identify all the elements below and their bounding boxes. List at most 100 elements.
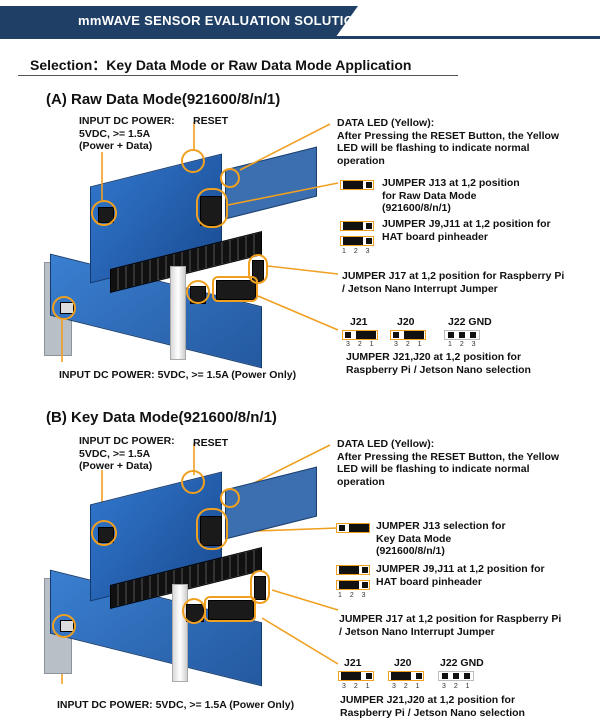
a-j9j11-line-1: JUMPER J9,J11 at 1,2 position for xyxy=(382,218,551,230)
b-j21-diagram xyxy=(338,671,374,681)
b-j9j11-label: JUMPER J9,J11 at 1,2 position for HAT bo… xyxy=(376,563,545,588)
a-input-power-data-label: INPUT DC POWER: 5VDC, >= 1.5A (Power + D… xyxy=(79,115,175,153)
selection-rule xyxy=(18,75,458,76)
standoff xyxy=(172,584,188,682)
j22-highlight xyxy=(250,570,270,604)
b-j21j20-line-2: Raspberry Pi / Jetson Nano selection xyxy=(340,706,525,719)
b-power-only-label: INPUT DC POWER: 5VDC, >= 1.5A (Power Onl… xyxy=(57,699,295,711)
a-reset-label: RESET xyxy=(193,115,229,127)
b-j21-title: J21 xyxy=(344,657,362,669)
usb-highlight xyxy=(91,520,117,546)
b-led-line-1: DATA LED (Yellow): xyxy=(337,438,435,450)
a-led-line-4: operation xyxy=(337,154,385,167)
reset-highlight xyxy=(181,470,205,494)
a-j21-pins: 3 2 1 xyxy=(346,341,377,348)
power-highlight xyxy=(52,614,76,638)
a-j21j20-line-2: Raspberry Pi / Jetson Nano selection xyxy=(346,363,531,376)
a-j13-line-1: JUMPER J13 at 1,2 position xyxy=(382,177,520,189)
b-j9-diagram xyxy=(336,565,370,575)
a-j22-title: J22 GND xyxy=(448,316,492,328)
a-j9j11-line-2: HAT board pinheader xyxy=(382,230,488,243)
a-j21-title: J21 xyxy=(350,316,368,328)
a-j13-line-2: for Raw Data Mode xyxy=(382,189,477,202)
b-j9j11-line-1: JUMPER J9,J11 at 1,2 position for xyxy=(376,563,545,575)
j17-highlight xyxy=(182,598,206,624)
a-j20-pins: 3 2 1 xyxy=(394,341,425,348)
b-led-line-4: operation xyxy=(337,475,385,488)
b-j17-label: JUMPER J17 at 1,2 position for Raspberry… xyxy=(339,613,561,638)
a-j13-label: JUMPER J13 at 1,2 position for Raw Data … xyxy=(382,177,520,215)
b-input-line-3: (Power + Data) xyxy=(79,460,153,472)
a-pin-numbers: 1 2 3 xyxy=(342,248,373,255)
a-j17-label: JUMPER J17 at 1,2 position for Raspberry… xyxy=(342,270,564,295)
a-j22-pins: 1 2 3 xyxy=(448,341,479,348)
b-j17-line-1: JUMPER J17 at 1,2 position for Raspberry… xyxy=(339,613,562,625)
b-j17-line-2: / Jetson Nano Interrupt Jumper xyxy=(339,625,495,638)
b-j20-title: J20 xyxy=(394,657,412,669)
jumper-j21-j20-block xyxy=(216,280,256,300)
a-j21j20-line-1: JUMPER J21,J20 at 1,2 position for xyxy=(346,351,522,363)
section-a-title: (A) Raw Data Mode(921600/8/n/1) xyxy=(46,91,281,108)
b-led-line-3: LED will be flashing to indicate normal xyxy=(337,463,530,475)
a-j22-diagram xyxy=(444,330,480,340)
b-j21-pins: 3 2 1 xyxy=(342,683,373,690)
header-banner: mmWAVE SENSOR EVALUATION SOLUTION xyxy=(0,0,600,42)
a-j20-title: J20 xyxy=(397,316,415,328)
b-input-line-2: 5VDC, >= 1.5A xyxy=(79,447,151,460)
b-j13-diagram xyxy=(336,523,370,533)
b-j13-line-2: Key Data Mode xyxy=(376,532,452,545)
b-j13-line-3: (921600/8/n/1) xyxy=(376,545,445,557)
jumper-j21-j20-block xyxy=(208,600,254,620)
led-highlight xyxy=(220,168,240,188)
a-j9-diagram xyxy=(340,221,374,231)
a-data-led-label: DATA LED (Yellow): After Pressing the RE… xyxy=(337,117,573,167)
a-power-only-label: INPUT DC POWER: 5VDC, >= 1.5A (Power Onl… xyxy=(59,369,297,381)
a-j20-diagram xyxy=(390,330,426,340)
b-j22-pins: 3 2 1 xyxy=(442,683,473,690)
a-led-line-3: LED will be flashing to indicate normal xyxy=(337,142,530,154)
a-j13-line-3: (921600/8/n/1) xyxy=(382,202,451,214)
j13-highlight xyxy=(196,508,228,550)
a-j11-diagram xyxy=(340,236,374,246)
a-j21-diagram xyxy=(342,330,378,340)
j17-highlight xyxy=(186,280,210,304)
b-j20-pins: 3 2 1 xyxy=(392,683,423,690)
b-j22-diagram xyxy=(438,671,474,681)
a-j17-line-1: JUMPER J17 at 1,2 position for Raspberry… xyxy=(342,270,565,282)
b-data-led-label: DATA LED (Yellow): After Pressing the RE… xyxy=(337,438,573,488)
standoff xyxy=(170,266,186,360)
j13-highlight xyxy=(196,188,228,228)
b-j13-line-1: JUMPER J13 selection for xyxy=(376,520,506,532)
banner-rule xyxy=(0,36,600,39)
reset-highlight xyxy=(181,149,205,173)
section-b-title: (B) Key Data Mode(921600/8/n/1) xyxy=(46,409,277,426)
j22-highlight xyxy=(248,254,268,284)
selection-title: Selection：Key Data Mode or Raw Data Mode… xyxy=(30,57,412,73)
b-j9j11-line-2: HAT board pinheader xyxy=(376,575,482,588)
page-header-title: mmWAVE SENSOR EVALUATION SOLUTION xyxy=(78,13,364,28)
b-j11-diagram xyxy=(336,580,370,590)
a-j9j11-label: JUMPER J9,J11 at 1,2 position for HAT bo… xyxy=(382,218,551,243)
b-reset-label: RESET xyxy=(193,437,229,449)
a-input-line-3: (Power + Data) xyxy=(79,140,153,152)
a-j21j20-label: JUMPER J21,J20 at 1,2 position for Raspb… xyxy=(346,351,531,376)
a-input-line-2: 5VDC, >= 1.5A xyxy=(79,127,151,140)
b-j21j20-line-1: JUMPER J21,J20 at 1,2 position for xyxy=(340,694,516,706)
banner-tab xyxy=(0,6,358,36)
b-j13-label: JUMPER J13 selection for Key Data Mode (… xyxy=(376,520,506,558)
j21-j20-highlight xyxy=(212,276,258,302)
a-led-line-1: DATA LED (Yellow): xyxy=(337,117,435,129)
led-highlight xyxy=(220,488,240,508)
power-highlight xyxy=(52,296,76,320)
b-j21j20-label: JUMPER J21,J20 at 1,2 position for Raspb… xyxy=(340,694,525,719)
b-led-line-2: After Pressing the RESET Button, the Yel… xyxy=(337,450,560,463)
b-input-power-data-label: INPUT DC POWER: 5VDC, >= 1.5A (Power + D… xyxy=(79,435,175,473)
usb-highlight xyxy=(91,200,117,226)
b-j22-title: J22 GND xyxy=(440,657,484,669)
b-input-line-1: INPUT DC POWER: xyxy=(79,435,175,447)
b-pin-numbers: 1 2 3 xyxy=(338,592,369,599)
j21-j20-highlight xyxy=(204,596,256,622)
a-j17-line-2: / Jetson Nano Interrupt Jumper xyxy=(342,282,498,295)
a-led-line-2: After Pressing the RESET Button, the Yel… xyxy=(337,129,560,142)
a-input-line-1: INPUT DC POWER: xyxy=(79,115,175,127)
